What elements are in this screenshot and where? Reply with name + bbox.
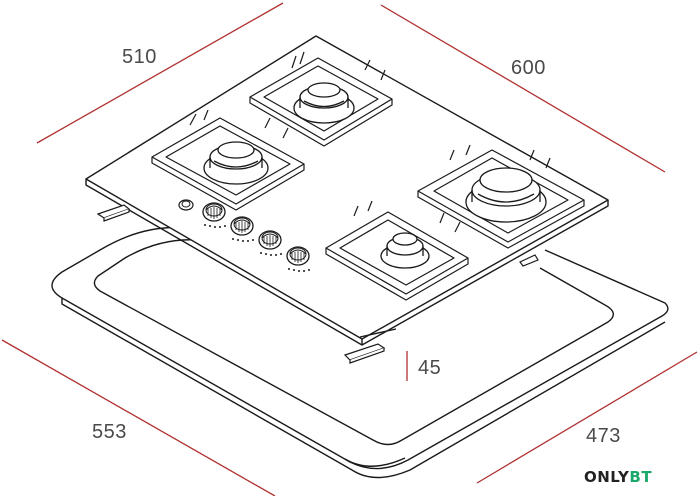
burner-icon xyxy=(465,167,547,223)
burner-icon xyxy=(293,82,355,124)
burner-icon xyxy=(203,141,269,185)
controls xyxy=(178,199,311,273)
dimension-label-510: 510 xyxy=(122,46,157,68)
dim-line-510 xyxy=(36,2,284,144)
dimension-label-600: 600 xyxy=(511,57,546,79)
dimension-label-553: 553 xyxy=(92,421,127,443)
ignition-button xyxy=(178,199,194,211)
dim-line-553 xyxy=(1,339,276,496)
burners xyxy=(203,82,547,269)
dimension-label-45: 45 xyxy=(418,357,442,379)
dimension-label-473: 473 xyxy=(586,425,621,447)
cutout-frame xyxy=(51,226,669,479)
watermark-part-2: BT xyxy=(629,468,653,486)
glass-top xyxy=(85,35,609,346)
burner-icon xyxy=(380,232,430,269)
pan-support-grids xyxy=(151,51,585,301)
pan-support-grid-icon xyxy=(325,200,469,301)
dim-line-600 xyxy=(380,4,666,173)
watermark-part-1: ONLY xyxy=(584,468,630,486)
watermark-logo: ONLYBT xyxy=(584,468,652,486)
pan-support-grid-icon xyxy=(151,109,305,211)
dim-line-473 xyxy=(476,351,698,484)
mounting-brackets xyxy=(96,204,539,364)
